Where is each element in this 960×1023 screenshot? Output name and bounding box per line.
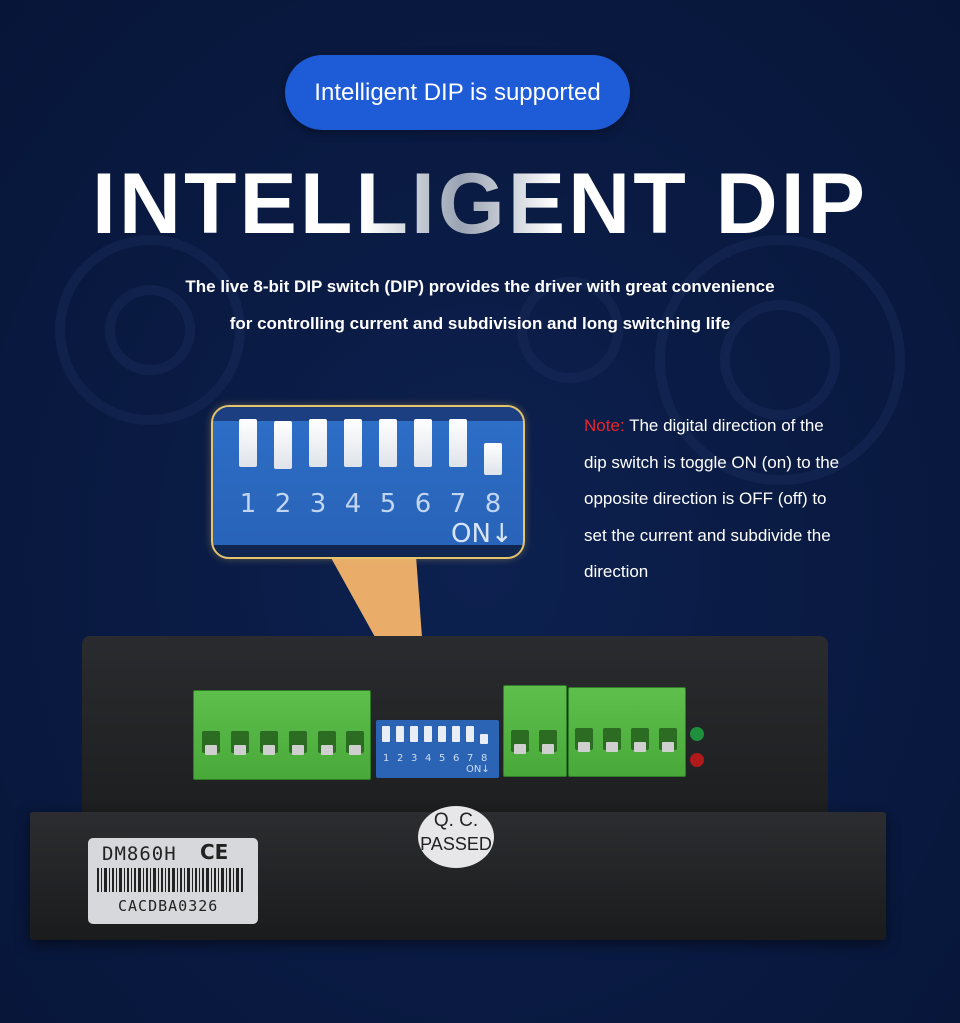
alarm-led-icon — [690, 753, 704, 767]
terminal-block-mid — [503, 685, 567, 777]
dip-on-label: ON↓ — [451, 519, 513, 549]
dip-number-8: 8 — [484, 489, 502, 519]
dip-small-number: 6 — [453, 753, 460, 764]
page-title: INTELLIGENT DIP — [0, 158, 960, 250]
dip-small-number: 5 — [439, 753, 446, 764]
terminal-block-left — [193, 690, 371, 780]
dip-toggle-1[interactable] — [239, 419, 257, 467]
model-number: DM860H — [102, 843, 177, 865]
dip-number-2: 2 — [274, 489, 292, 519]
dip-small-number: 4 — [425, 753, 432, 764]
ce-mark: CE — [200, 840, 229, 864]
dip-small-number: 8 — [481, 753, 488, 764]
dip-toggle-2[interactable] — [274, 421, 292, 469]
note-body: The digital direction of the dip switch … — [584, 416, 840, 581]
note-label: Note: — [584, 416, 625, 435]
terminal-block-right — [568, 687, 686, 777]
dip-small-number: 1 — [383, 753, 390, 764]
dip-number-7: 7 — [449, 489, 467, 519]
barcode-icon — [97, 868, 243, 892]
dip-toggle-6[interactable] — [414, 419, 432, 467]
description-line-1: The live 8-bit DIP switch (DIP) provides… — [185, 277, 775, 296]
dip-toggle-7[interactable] — [449, 419, 467, 467]
serial-number: CACDBA0326 — [118, 897, 219, 915]
power-led-icon — [690, 727, 704, 741]
dip-number-6: 6 — [414, 489, 432, 519]
dip-switch-small[interactable]: 1 2 3 4 5 6 7 8 ON↓ — [376, 720, 499, 778]
dip-number-3: 3 — [309, 489, 327, 519]
dip-small-on-label: ON↓ — [466, 764, 490, 775]
dip-number-5: 5 — [379, 489, 397, 519]
qc-passed-sticker: Q. C. PASSED — [418, 806, 494, 868]
dip-toggle-5[interactable] — [379, 419, 397, 467]
dip-small-number: 2 — [397, 753, 404, 764]
description-line-2: for controlling current and subdivision … — [229, 314, 731, 333]
qc-line-1: Q. C. — [433, 810, 479, 831]
dip-switch-zoom: 1 2 3 4 5 6 7 8 ON↓ — [211, 405, 525, 559]
dip-small-number: 7 — [467, 753, 474, 764]
qc-line-2: PASSED — [420, 834, 492, 854]
dip-toggle-3[interactable] — [309, 419, 327, 467]
dip-toggle-8[interactable] — [484, 443, 502, 475]
dip-number-1: 1 — [239, 489, 257, 519]
dip-small-number: 3 — [411, 753, 418, 764]
feature-pill: Intelligent DIP is supported — [285, 55, 630, 130]
dip-toggle-4[interactable] — [344, 419, 362, 467]
dip-number-4: 4 — [344, 489, 362, 519]
note-text: Note: The digital direction of the dip s… — [584, 408, 844, 591]
